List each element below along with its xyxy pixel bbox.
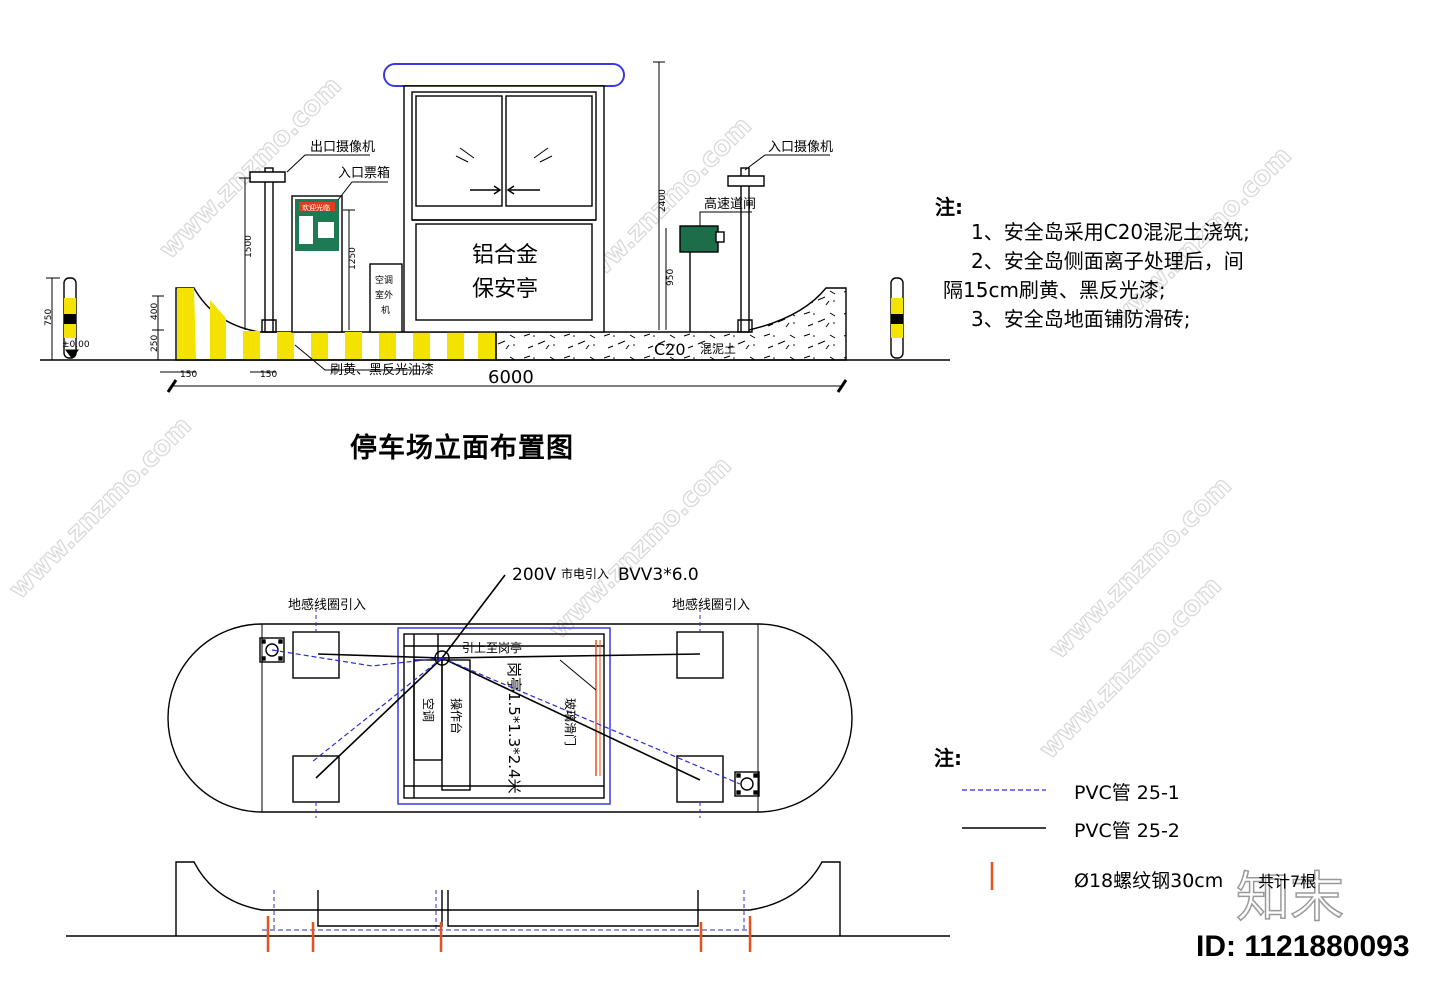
notes-top-line-4: 3、安全岛地面铺防滑砖; [971,307,1191,331]
notes-top-heading: 注: [935,195,963,219]
ac-plan-label: 空调 [421,698,435,722]
booth-plan [397,627,611,805]
section-outline [175,861,841,936]
security-booth: 铝合金 保安亭 [383,63,625,333]
loop-left-label: 地感线圈引入 [288,597,366,613]
brand-watermark-text: 知末 [1236,866,1344,929]
left-bollard [63,277,77,359]
booth-material-label: 铝合金 [472,243,538,268]
legend-item-pvc-25-1: PVC管 25-1 [1074,782,1180,804]
legend-symbols [962,789,1046,890]
dim-750: 750 [44,309,54,326]
loop-right-label: 地感线圈引入 [672,597,750,613]
bollard-base-right [734,771,760,797]
watermark-text: www.znzmo.com [544,451,738,645]
ac-label-3: 机 [381,304,390,316]
watermark-text: www.znzmo.com [4,411,198,605]
dim-2400: 2400 [658,189,668,212]
sliding-door-label: 玻璃滑门 [563,698,578,746]
leader-paint [294,344,425,371]
lead-up-label: 引上至岗亭 [462,640,522,655]
exit-camera-label: 出口摄像机 [310,140,375,155]
leader-exit-camera [286,154,370,173]
elevation-title: 停车场立面布置图 [350,433,574,464]
plan-view [167,574,853,818]
id-tag: ID: 1121880093 [1196,930,1410,963]
ac-label-2: 室外 [375,289,393,301]
dim-1250: 1250 [348,247,358,270]
bollard-base-left [259,637,285,663]
barrier-gate [679,225,725,332]
width-total-label: 6000 [488,367,534,388]
elevation-labels: 出口摄像机 入口票箱 入口摄像机 高速道闸 刷黄、黑反光油漆 6000 750 … [44,140,833,388]
legend-item-rebar: Ø18螺纹钢30cm [1074,870,1224,892]
dim-150a: 150 [180,370,197,380]
notes-top: 注: 1、安全岛采用C20混泥土浇筑; 2、安全岛侧面离子处理后，间 隔15cm… [935,193,1250,334]
legend-item-pvc-25-2: PVC管 25-2 [1074,820,1180,842]
pvc-25-2-conduit [315,574,701,781]
dim-400: 400 [150,303,160,320]
dim-150b: 150 [260,370,277,380]
brand-watermark: 知末 [1235,865,1345,930]
section-view [66,861,950,952]
rebar-marks [266,916,752,952]
power-voltage: 200V [512,565,556,585]
notes-top-line-3: 隔15cm刷黄、黑反光漆; [943,278,1166,302]
dim-level: ±0.00 [62,340,90,350]
exit-camera-pole [249,167,286,333]
dim-250: 250 [150,335,160,352]
ac-label-1: 空调 [375,274,393,286]
concrete-island [495,287,847,361]
loop-box [676,755,724,803]
leader-entry-camera [744,154,830,171]
notes-top-line-2: 2、安全岛侧面离子处理后，间 [971,249,1244,273]
watermark-layer: www.znzmo.com www.znzmo.com www.znzmo.co… [3,70,1298,765]
barrier-gate-label: 高速道闸 [704,196,756,212]
dimension-lines [46,61,848,393]
reflective-stripes [177,288,495,359]
leader-ticket-box [337,181,388,201]
entry-camera-label: 入口摄像机 [768,140,833,155]
elevation-view: C20 混泥土 欢迎光临 [40,61,950,393]
entry-ticket-box: 欢迎光临 [291,195,343,333]
entry-camera-pole [727,167,765,333]
booth-size-label: 岗亭1.5*1.3*2.4米 [505,662,523,794]
watermark-text: www.znzmo.com [1034,571,1228,765]
dim-950: 950 [666,269,676,286]
dim-1500: 1500 [244,235,254,258]
right-bollard [890,277,904,359]
plan-labels: 200V 市电引入 BVV3*6.0 地感线圈引入 地感线圈引入 引上至岗亭 岗… [288,565,750,794]
power-cable: BVV3*6.0 [618,565,699,585]
concrete-grade-label: C20 [654,340,686,359]
ac-outdoor-unit: 空调 室外 机 [369,263,403,333]
legend-rebar-count: 共计7根 [1258,872,1317,891]
entry-ticket-box-label: 入口票箱 [338,165,390,181]
legend-heading: 注: [934,746,962,770]
leader-barrier-gate [699,211,752,226]
notes-top-line-1: 1、安全岛采用C20混泥土浇筑; [971,220,1250,244]
ticket-screen-text: 欢迎光临 [302,203,330,212]
console-label: 操作台 [449,698,464,734]
pvc-25-1-conduit [271,649,741,785]
concrete-word-label: 混泥土 [700,342,736,356]
booth-name-label: 保安亭 [472,277,538,302]
paint-label: 刷黄、黑反光油漆 [330,362,434,378]
power-text: 市电引入 [561,566,609,581]
junction-point [434,650,450,666]
